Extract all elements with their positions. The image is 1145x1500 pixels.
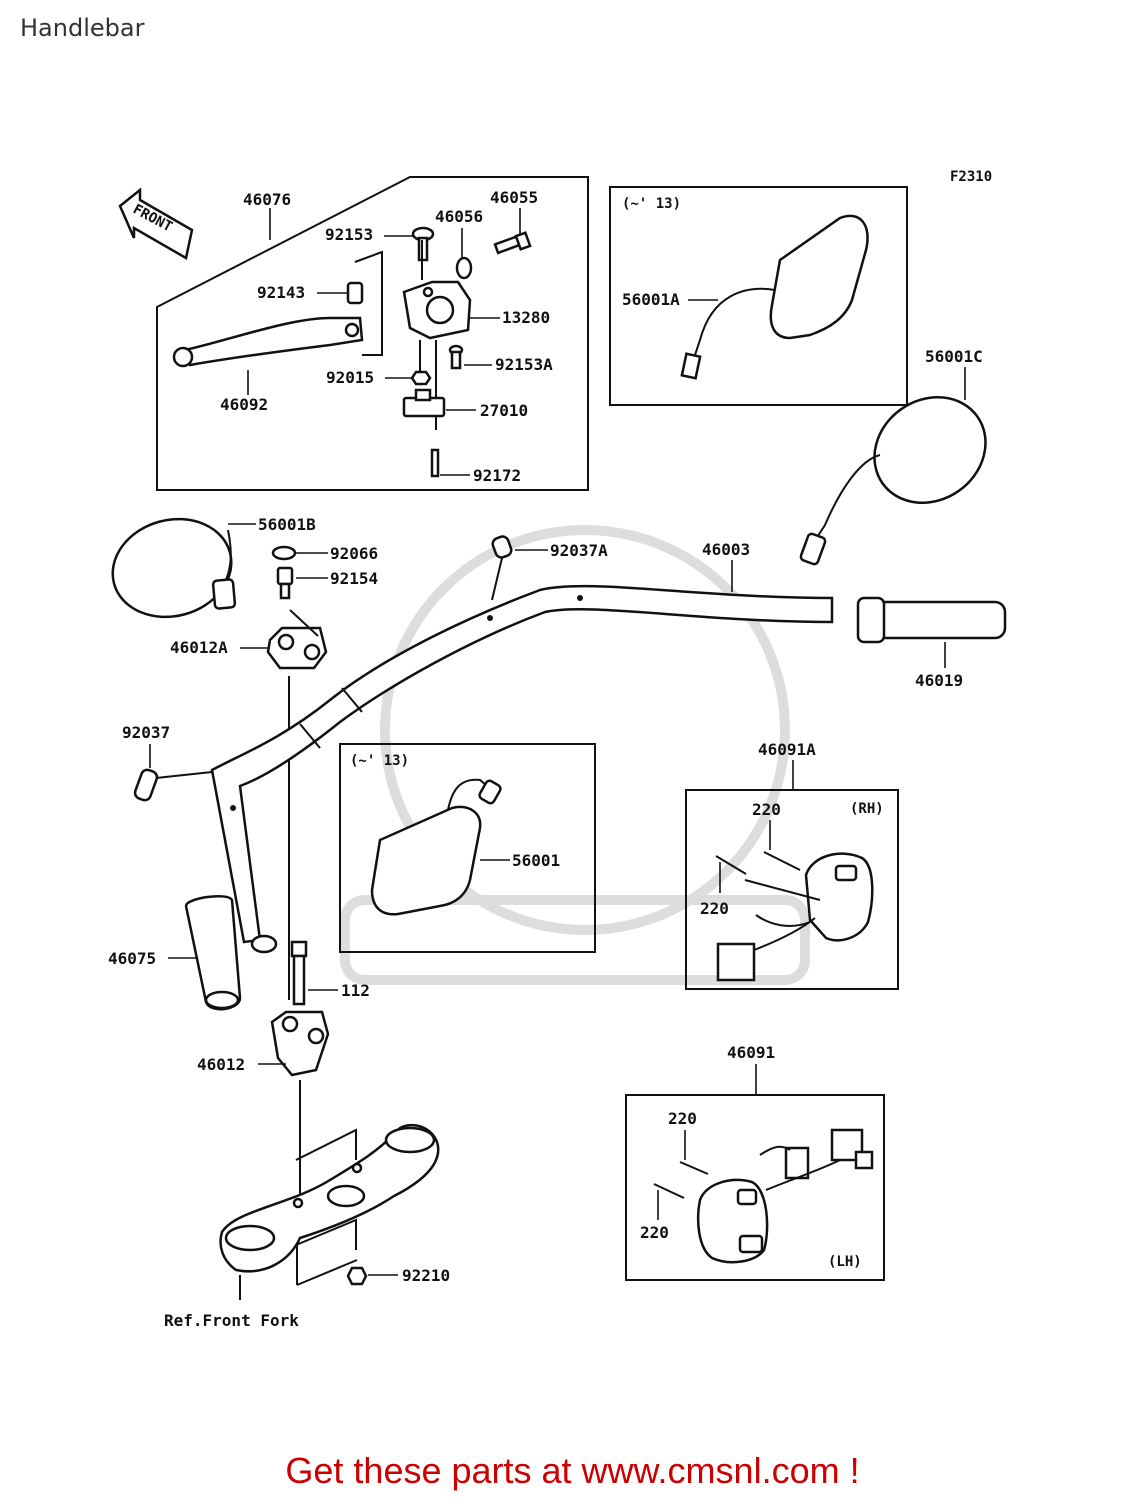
grip-46075-icon	[184, 895, 242, 1011]
label-46056: 46056	[435, 207, 483, 226]
rh-connector-icon	[716, 914, 816, 982]
screw-220-c-icon	[679, 1161, 709, 1175]
lever-assembly-box	[156, 176, 589, 491]
ref-front-fork: Ref.Front Fork	[164, 1311, 299, 1330]
label-56001C: 56001C	[925, 347, 983, 366]
upper-triple-clamp-icon	[219, 1123, 440, 1273]
mirror-56001A-box	[609, 186, 908, 406]
bolt-46055-icon	[493, 231, 532, 255]
footer-cta[interactable]: Get these parts at www.cmsnl.com !	[285, 1450, 860, 1491]
mirror-56001C-icon	[799, 395, 987, 566]
label-92172: 92172	[473, 466, 521, 485]
mirror-56001B-icon	[111, 517, 237, 619]
label-46012A: 46012A	[170, 638, 228, 657]
label-46012: 46012	[197, 1055, 245, 1074]
washer-46056-icon	[455, 256, 473, 280]
label-220-b: 220	[700, 899, 729, 918]
lh-switch-box	[625, 1094, 885, 1281]
bolt-92153A-icon	[448, 344, 464, 370]
screw-220-d-icon	[653, 1183, 685, 1199]
cap-92066-icon	[271, 545, 297, 561]
screw-92172-icon	[430, 448, 440, 478]
label-13280: 13280	[502, 308, 550, 327]
label-220-d: 220	[640, 1223, 669, 1242]
label-112: 112	[341, 981, 370, 1000]
clutch-lever-46092-icon	[172, 316, 364, 368]
label-46075: 46075	[108, 949, 156, 968]
holder-46012-icon	[270, 1010, 330, 1077]
switch-27010-icon	[402, 388, 446, 430]
label-92066: 92066	[330, 544, 378, 563]
grip-46019-icon	[856, 596, 1007, 644]
label-92015: 92015	[326, 368, 374, 387]
page-title: Handlebar	[20, 14, 145, 42]
label-lh: (LH)	[828, 1254, 862, 1270]
holder-46012A-icon	[266, 609, 328, 670]
label-46091: 46091	[727, 1043, 775, 1062]
nut-92015-icon	[410, 370, 432, 386]
label-92153A: 92153A	[495, 355, 553, 374]
diagram-code: F2310	[950, 169, 992, 185]
label-27010: 27010	[480, 401, 528, 420]
label-46003: 46003	[702, 540, 750, 559]
label-92210: 92210	[402, 1266, 450, 1285]
label-46076: 46076	[243, 190, 291, 209]
clamp-92037-icon	[133, 768, 213, 802]
label-220-a: 220	[752, 800, 781, 819]
note-13-b: (~' 13)	[350, 753, 409, 769]
rh-switch-box	[685, 789, 899, 990]
label-46091A: 46091A	[758, 740, 816, 759]
label-46092: 46092	[220, 395, 268, 414]
mirror-56001-icon	[370, 778, 502, 916]
cms-watermark	[340, 525, 810, 985]
screw-220-b-icon	[715, 855, 747, 875]
nut-92210-icon	[346, 1266, 368, 1286]
lever-bracket-13280-icon	[402, 280, 472, 340]
label-46055: 46055	[490, 188, 538, 207]
label-56001A: 56001A	[622, 290, 680, 309]
note-13-a: (~' 13)	[622, 196, 681, 212]
label-56001B: 56001B	[258, 515, 316, 534]
mirror-56001A-icon	[680, 214, 869, 380]
bolt-112-icon	[290, 940, 308, 1006]
handlebar-46003-icon	[210, 584, 834, 954]
screw-220-a-icon	[763, 851, 801, 871]
rh-switch-housing-icon	[744, 852, 874, 942]
label-92037A: 92037A	[550, 541, 608, 560]
collar-92143-icon	[346, 281, 364, 305]
lh-connector-icon	[759, 1128, 874, 1191]
label-rh: (RH)	[850, 801, 884, 817]
label-92154: 92154	[330, 569, 378, 588]
clamp-92037A-icon	[491, 535, 513, 601]
mirror-56001-box	[339, 743, 596, 953]
label-92153: 92153	[325, 225, 373, 244]
label-56001: 56001	[512, 851, 560, 870]
label-92143: 92143	[257, 283, 305, 302]
label-220-c: 220	[668, 1109, 697, 1128]
label-92037: 92037	[122, 723, 170, 742]
parts-diagram: F2310 FRONT 46076 46055 46056 92153 9214…	[108, 169, 1007, 1330]
lh-switch-housing-icon	[696, 1178, 769, 1264]
front-arrow-icon: FRONT	[118, 187, 194, 260]
bolt-92154-icon	[276, 566, 294, 600]
label-46019: 46019	[915, 671, 963, 690]
